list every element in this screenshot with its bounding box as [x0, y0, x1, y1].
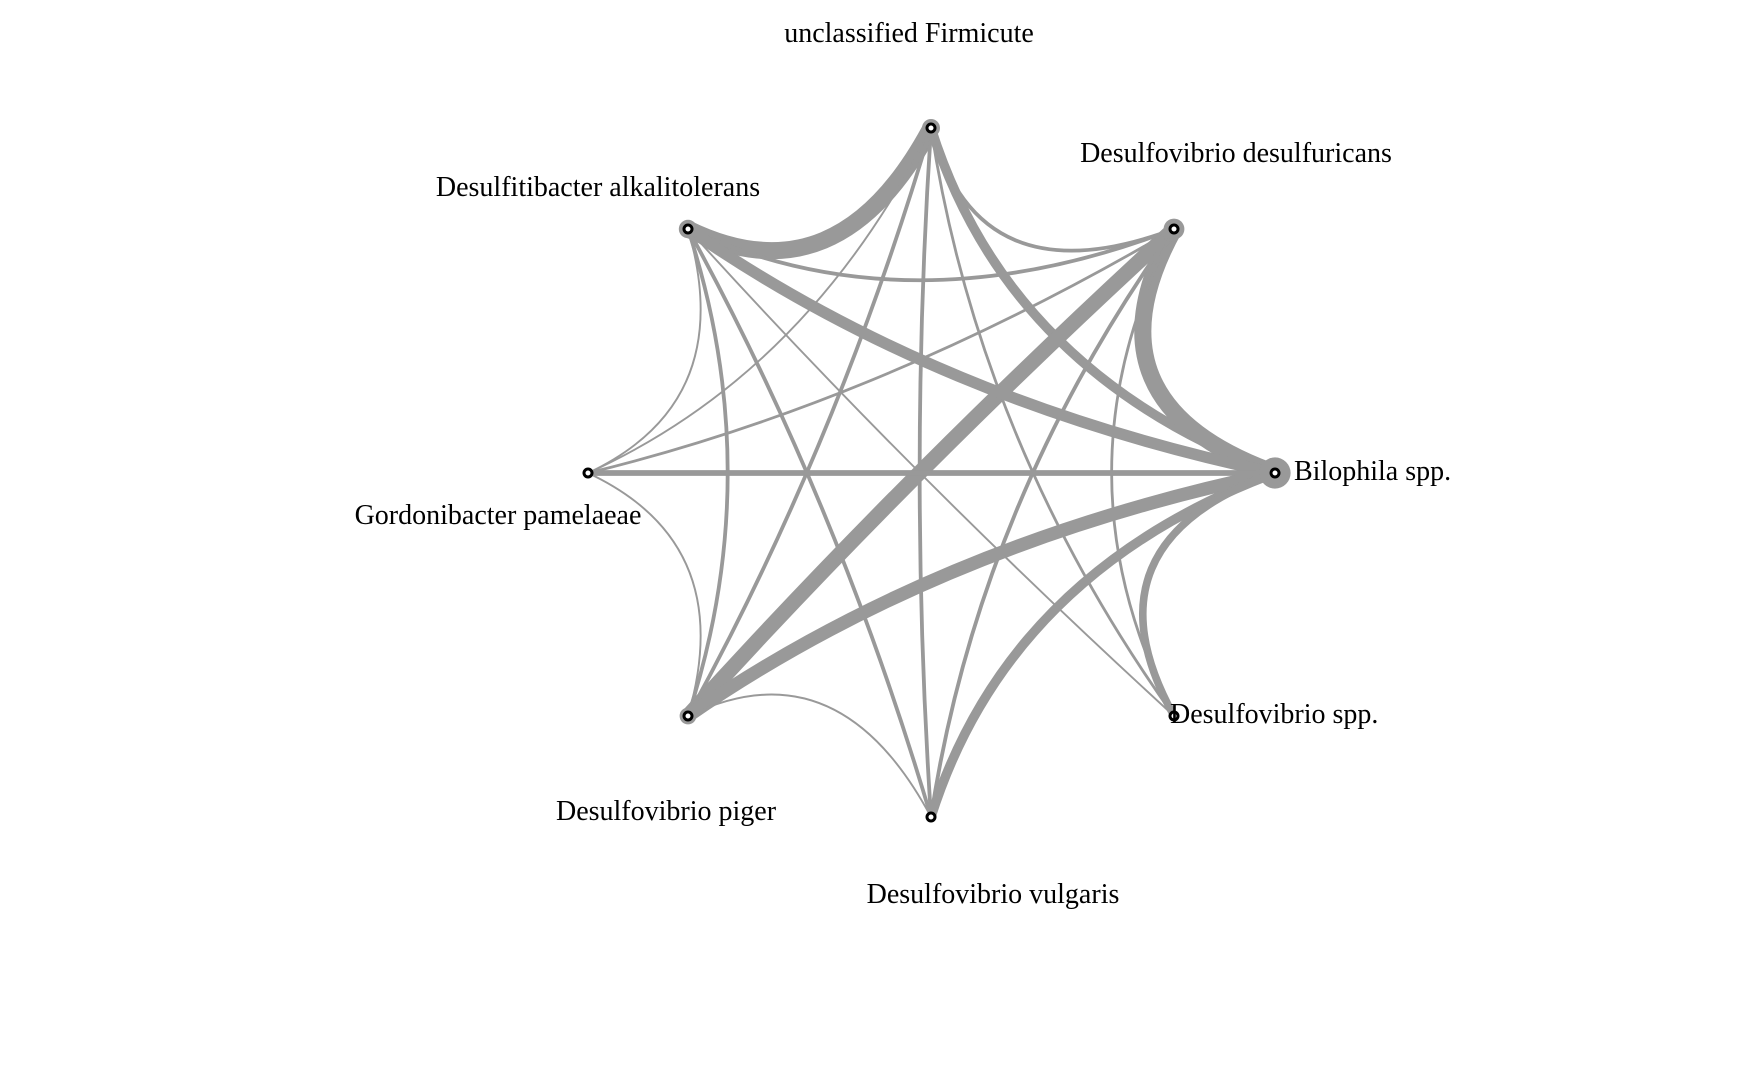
node-label-bs: Bilophila spp.: [1294, 456, 1451, 487]
node-gp: [582, 467, 594, 479]
edges-layer: [585, 119, 1284, 822]
node-label-gp: Gordonibacter pamelaeae: [355, 500, 642, 531]
node-ddf: [1168, 223, 1180, 235]
edge-uf-ds: [929, 126, 1176, 718]
edge-bs-dv: [926, 468, 1280, 822]
nodes-layer: [582, 119, 1291, 823]
edge-bs-ds: [1139, 469, 1279, 720]
node-bs: [1269, 467, 1281, 479]
node-dp: [682, 710, 694, 722]
edge-uf-dp: [686, 126, 933, 718]
edge-bs-dp: [681, 466, 1282, 723]
edge-uf-gp: [587, 127, 932, 474]
edge-da-dv: [686, 227, 933, 819]
node-uf: [925, 122, 937, 134]
node-label-dv: Desulfovibrio vulgaris: [867, 879, 1120, 910]
edge-ddf-dv: [929, 227, 1176, 819]
node-label-ddf: Desulfovibrio desulfuricans: [1080, 138, 1392, 169]
node-ds: [1168, 710, 1180, 722]
edge-ddf-gp: [586, 227, 1176, 475]
node-label-uf: unclassified Firmicute: [784, 18, 1034, 49]
edge-uf-ddf: [929, 126, 1176, 253]
node-dv: [925, 811, 937, 823]
edge-da-bs: [682, 223, 1281, 479]
node-da: [682, 223, 694, 235]
edge-ddf-bs: [1134, 220, 1284, 482]
edge-gp-dp: [587, 472, 702, 717]
node-label-ds: Desulfovibrio spp.: [1170, 699, 1378, 730]
edge-dp-dv: [687, 693, 932, 818]
node-label-da: Desulfitibacter alkalitolerans: [436, 172, 760, 203]
node-label-dp: Desulfovibrio piger: [556, 796, 777, 827]
edge-ddf-da: [686, 227, 1176, 283]
edge-da-gp: [587, 228, 702, 474]
